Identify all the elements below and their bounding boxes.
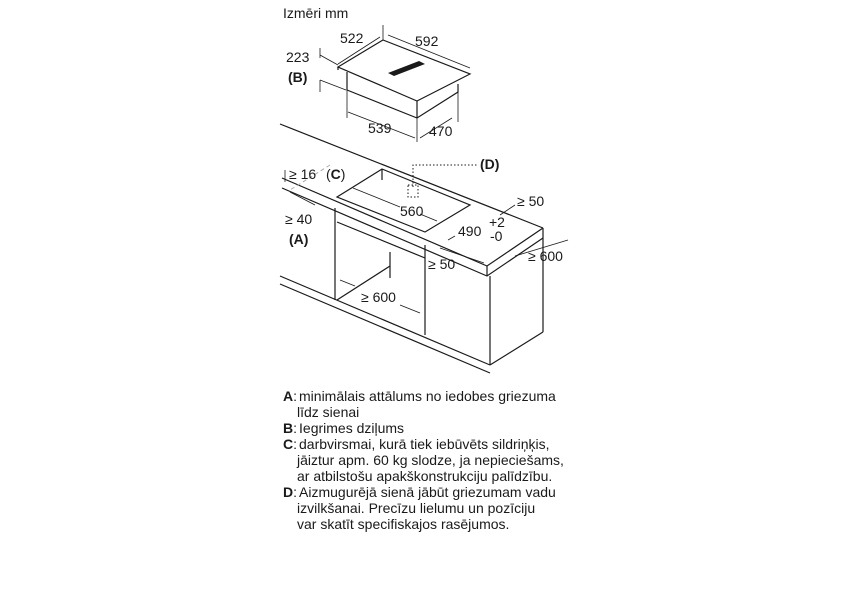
legend-c-line-3: ar atbilstošu apakškonstrukciju palīdzīb… bbox=[297, 468, 553, 484]
dim-cabinet-width: ≥ 600 bbox=[361, 289, 396, 305]
dim-front-gap: ≥ 50 bbox=[428, 256, 455, 272]
diagram-title: Izmēri mm bbox=[283, 5, 349, 21]
legend-c-line-2: jāiztur apm. 60 kg slodze, ja nepiecieša… bbox=[297, 452, 564, 468]
dim-c-ref: C bbox=[331, 166, 341, 182]
dim-wall-distance: ≥ 40 bbox=[285, 211, 312, 227]
dim-560: 560 bbox=[400, 203, 424, 219]
legend-item-b: B:Iegrimes dziļums bbox=[283, 420, 405, 436]
dim-470: 470 bbox=[429, 123, 453, 139]
dim-c-paren-close: ) bbox=[341, 166, 346, 182]
vent-slot bbox=[388, 61, 425, 76]
legend-a-line-2: līdz sienai bbox=[297, 404, 360, 420]
dim-223: 223 bbox=[286, 49, 310, 65]
tolerance-plus: +2 bbox=[489, 214, 505, 230]
dim-worktop-depth: ≥ 600 bbox=[528, 248, 563, 264]
dim-b-ref: (B) bbox=[288, 69, 307, 85]
legend-d-line-2: izvilkšanai. Precīzu lielumu un pozīciju bbox=[297, 500, 536, 516]
legend-d-line-3: var skatīt specifiskajos rasējumos. bbox=[297, 516, 510, 532]
dim-490: 490 bbox=[458, 223, 482, 239]
legend-item-d: D:Aizmugurējā sienā jābūt griezumam vadu bbox=[283, 484, 556, 500]
hob-drawing bbox=[319, 25, 472, 142]
legend-item-c: C:darbvirsmai, kurā tiek iebūvēts sildri… bbox=[283, 436, 550, 452]
dim-522: 522 bbox=[340, 30, 364, 46]
legend-item-a: A:minimālais attālums no iedobes griezum… bbox=[283, 388, 556, 404]
dim-rear-gap: ≥ 50 bbox=[517, 193, 544, 209]
dim-539: 539 bbox=[368, 120, 392, 136]
worktop-cabinet-drawing bbox=[279, 123, 569, 374]
tolerance-minus: -0 bbox=[490, 228, 503, 244]
dim-c-label: (C) bbox=[326, 166, 345, 182]
dim-c-paren-open: ( bbox=[326, 166, 331, 182]
dim-d-ref: (D) bbox=[480, 156, 499, 172]
dim-592: 592 bbox=[415, 33, 439, 49]
dim-a-ref: (A) bbox=[289, 231, 308, 247]
legend: A:minimālais attālums no iedobes griezum… bbox=[283, 388, 564, 532]
dim-worktop-thickness: ≥ 16 bbox=[289, 166, 316, 182]
